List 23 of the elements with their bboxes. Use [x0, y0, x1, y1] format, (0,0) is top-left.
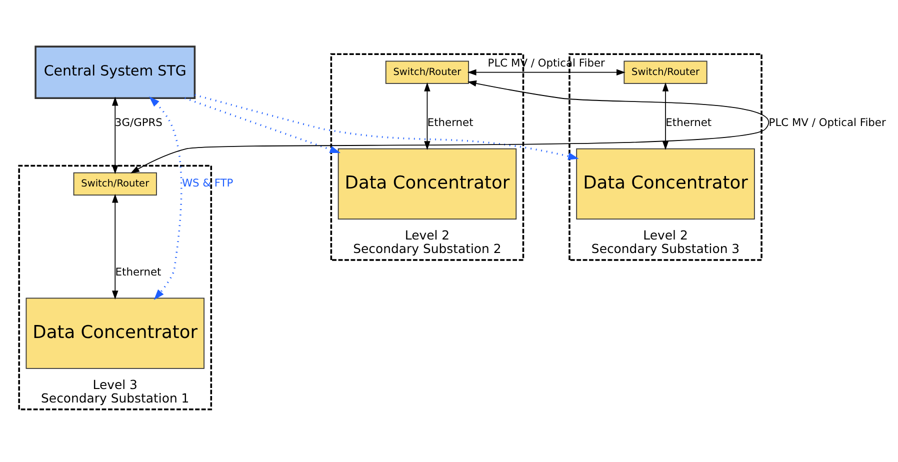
edge-label: Ethernet	[427, 116, 474, 129]
node-box: Data Concentrator	[338, 148, 517, 219]
edge-label: Ethernet	[115, 265, 162, 278]
arrow	[467, 68, 626, 75]
edge-label: Ethernet	[666, 116, 712, 129]
arrow	[184, 96, 341, 153]
node-box: Switch/Router	[73, 172, 157, 195]
arrow	[662, 82, 669, 150]
node-box: Central System STG	[34, 45, 196, 99]
arrow	[149, 96, 182, 300]
edge-label: PLC MV / Optical Fiber	[768, 116, 886, 129]
node-box: Data Concentrator	[26, 297, 204, 368]
arrow	[130, 80, 770, 173]
arrow	[112, 193, 118, 300]
node-box: Switch/Router	[624, 60, 708, 84]
node-box: Switch/Router	[385, 60, 469, 84]
arrow	[194, 94, 579, 160]
arrow	[424, 82, 430, 150]
edge-label: 3G/GPRS	[114, 116, 162, 129]
node-box: Data Concentrator	[576, 148, 755, 219]
edge-label: PLC MV / Optical Fiber	[488, 56, 605, 70]
edge-label: WS & FTP	[182, 176, 234, 190]
arrow	[112, 96, 118, 174]
